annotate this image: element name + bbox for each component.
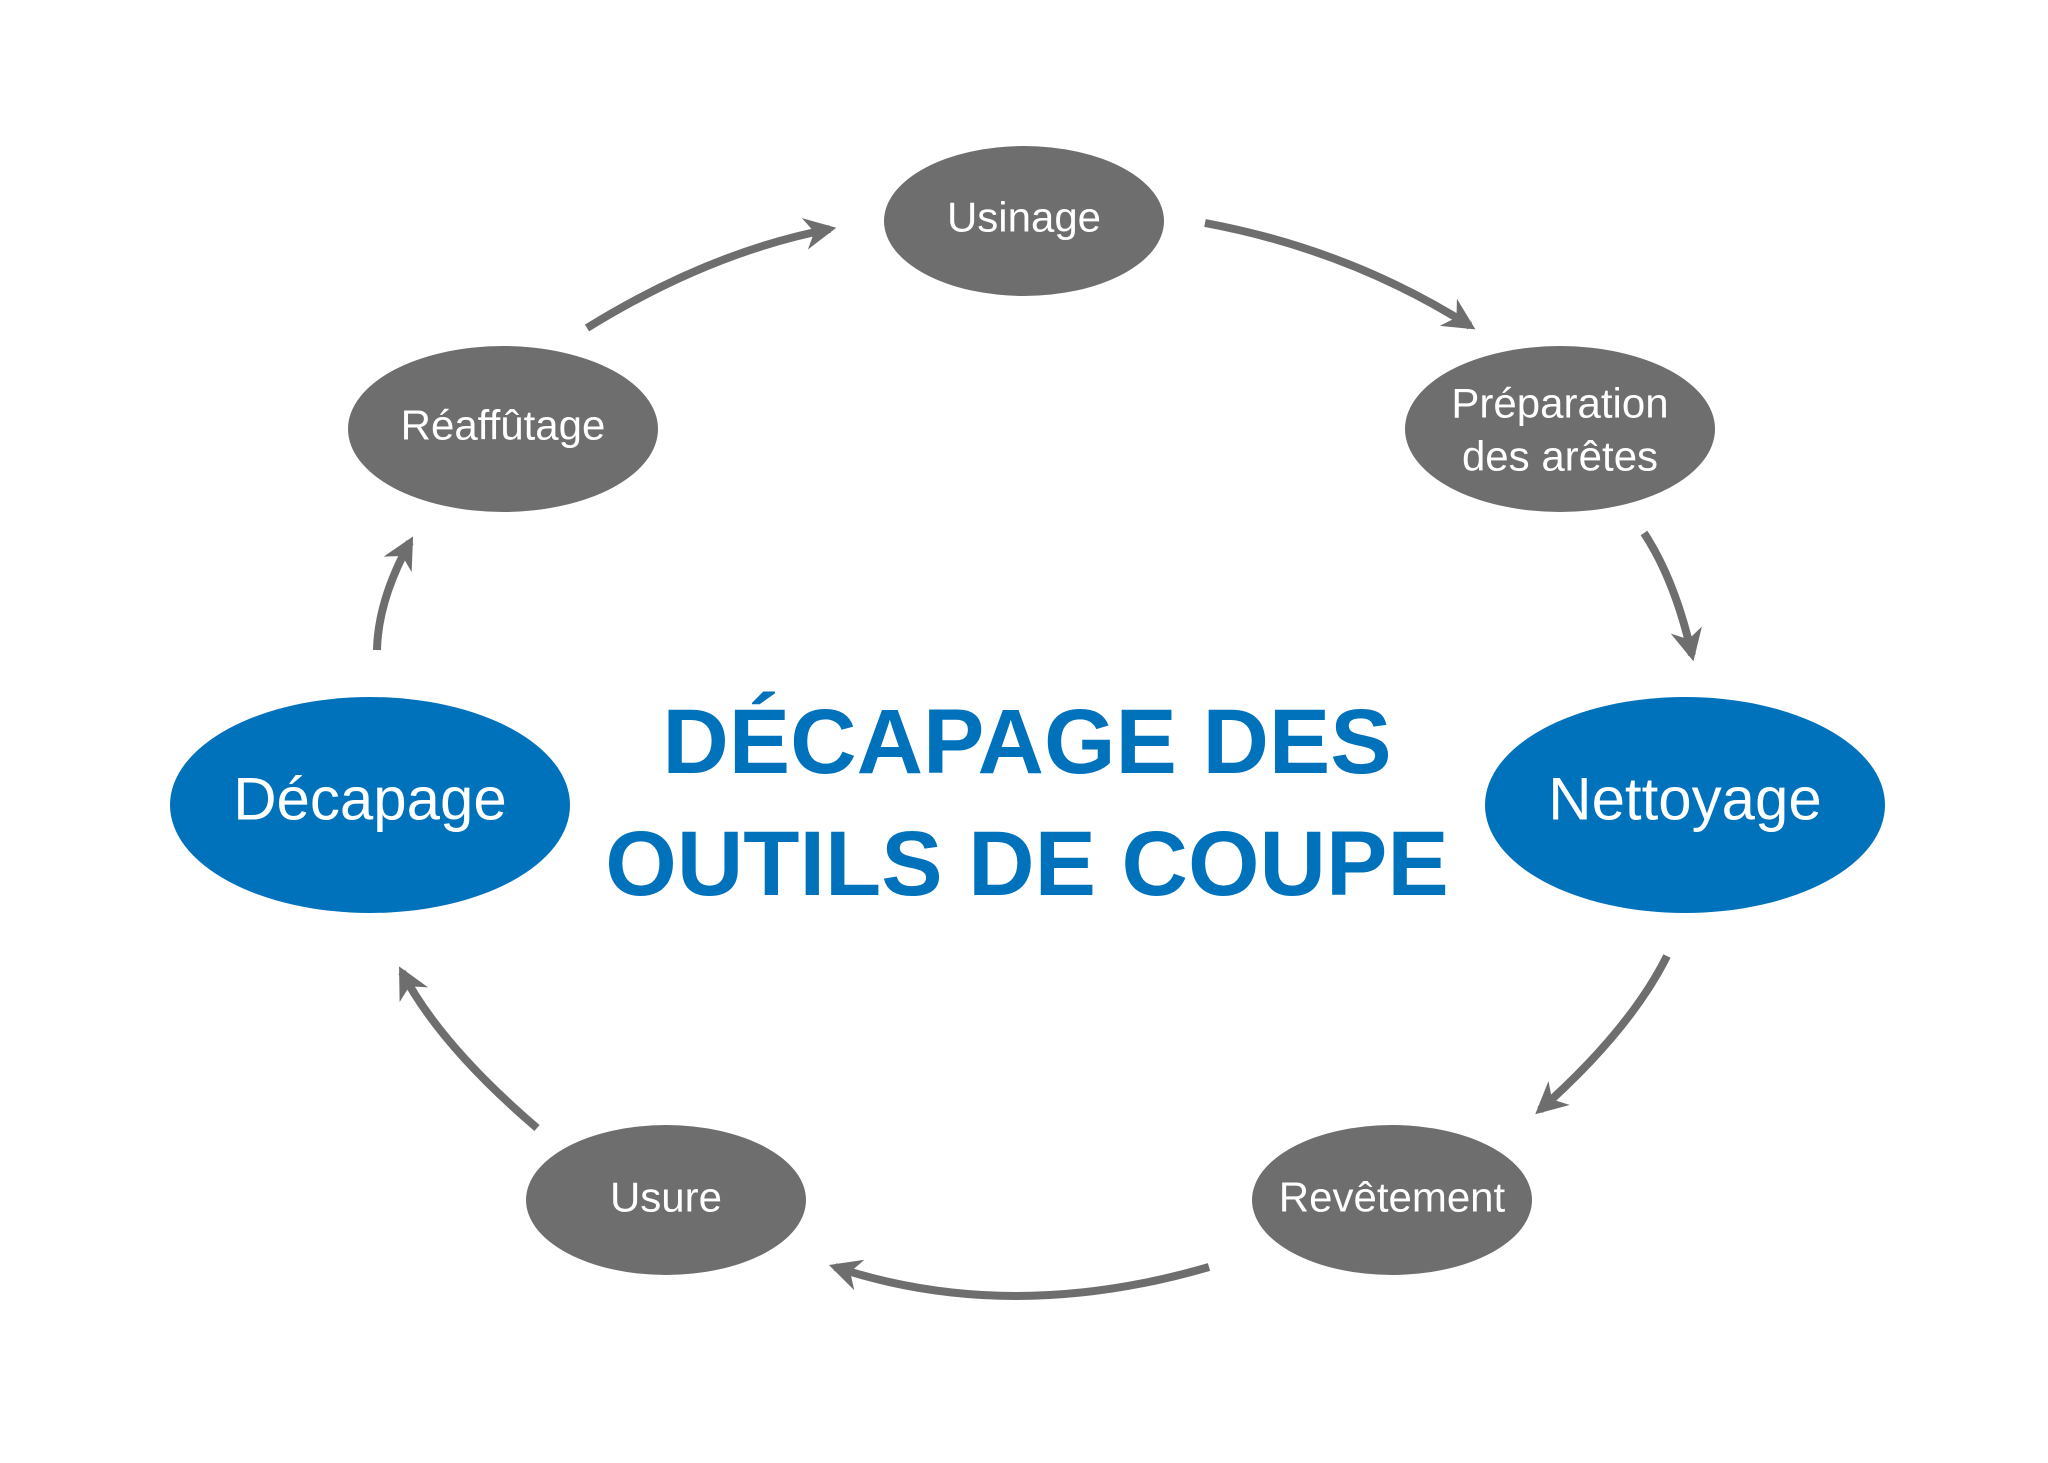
arrow-usinage-to-preparation	[1204, 219, 1476, 330]
node-label: Revêtement	[1279, 1174, 1506, 1221]
arrow-nettoyage-to-revetement	[1535, 954, 1671, 1115]
node-label: Décapage	[233, 766, 507, 833]
title-line-2: OUTILS DE COUPE	[605, 813, 1448, 915]
title-line-1: DÉCAPAGE DES	[662, 690, 1391, 793]
node-nettoyage: Nettoyage	[1485, 697, 1885, 913]
node-usure: Usure	[526, 1125, 806, 1275]
arrow-preparation-to-nettoyage	[1640, 530, 1702, 662]
arrow-reaffutage-to-usinage	[584, 218, 837, 332]
node-reaffutage: Réaffûtage	[348, 346, 658, 512]
node-label: Nettoyage	[1548, 766, 1822, 833]
node-preparation: Préparation des arêtes	[1405, 346, 1715, 512]
node-usinage: Usinage	[884, 146, 1164, 296]
node-label: Préparation	[1451, 380, 1668, 427]
node-label: des arêtes	[1462, 433, 1658, 480]
node-label: Usure	[610, 1174, 722, 1221]
arrow-decapage-to-reaffutage	[373, 536, 414, 651]
node-revetement: Revêtement	[1252, 1125, 1532, 1275]
node-label: Usinage	[947, 194, 1101, 241]
node-decapage: Décapage	[170, 697, 570, 913]
arrow-usure-to-decapage	[398, 966, 540, 1132]
arrow-revetement-to-usure	[828, 1259, 1211, 1300]
node-label: Réaffûtage	[401, 402, 606, 449]
